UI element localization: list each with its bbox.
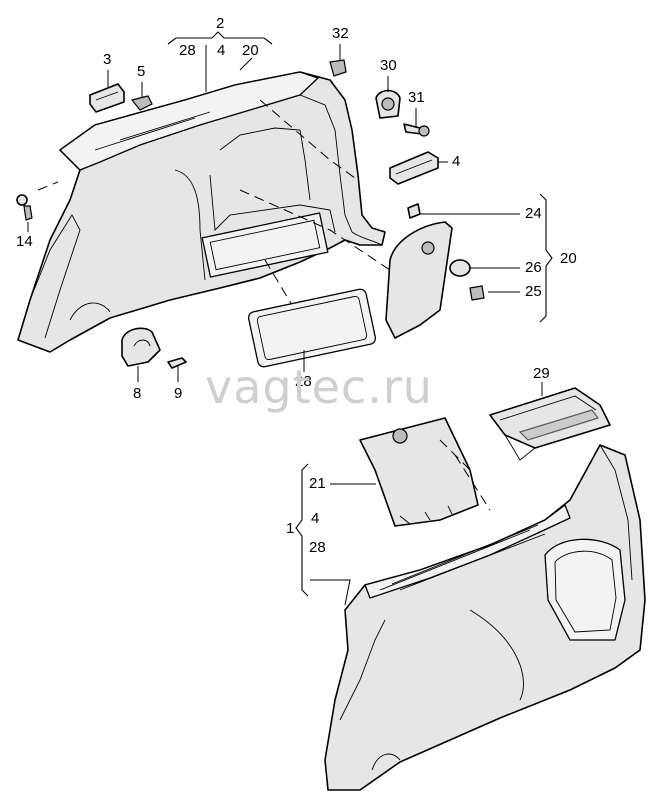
callout-32: 32 [332, 25, 349, 42]
callout-30: 30 [380, 57, 397, 74]
callout-21: 21 [309, 475, 326, 492]
callout-5: 5 [137, 63, 146, 80]
callout-14: 14 [16, 233, 33, 250]
callout-1: 1 [286, 520, 295, 537]
screw-part-9 [167, 357, 187, 369]
rear-side-trim-panel-left [17, 71, 386, 353]
callout-25: 25 [525, 283, 542, 300]
callout-24: 24 [525, 205, 542, 222]
callout-28-mid: 28 [295, 373, 312, 390]
screw-part-31 [403, 123, 430, 137]
callout-4-top: 4 [217, 42, 226, 59]
callout-3: 3 [103, 51, 112, 68]
storage-tray-part-29 [489, 387, 611, 461]
callout-29: 29 [533, 365, 550, 382]
callout-4-right: 4 [452, 153, 461, 170]
callout-2: 2 [216, 15, 225, 32]
callout-9: 9 [174, 385, 183, 402]
callout-4-left: 4 [311, 510, 320, 527]
nut-part-32 [329, 59, 347, 77]
watermark: vagtec.ru [205, 360, 433, 414]
clip-part-5 [130, 95, 153, 111]
flap-part-21 [359, 417, 479, 527]
callout-28-top: 28 [179, 42, 196, 59]
callout-20-right: 20 [560, 250, 577, 267]
cover-panel-part-28 [247, 288, 377, 368]
clip-part-3 [89, 83, 125, 113]
callout-8: 8 [133, 385, 142, 402]
callout-28-left: 28 [309, 539, 326, 556]
lashing-eye-part-8 [121, 327, 161, 367]
callout-26: 26 [525, 259, 542, 276]
callout-20-top: 20 [242, 42, 259, 59]
rear-side-trim-panel-right [324, 444, 646, 791]
bracket-part-30 [375, 89, 401, 119]
callout-31: 31 [408, 89, 425, 106]
side-cover-part-20 [385, 203, 485, 339]
clip-part-14 [16, 194, 33, 221]
trim-strip-part-4 [389, 151, 439, 185]
